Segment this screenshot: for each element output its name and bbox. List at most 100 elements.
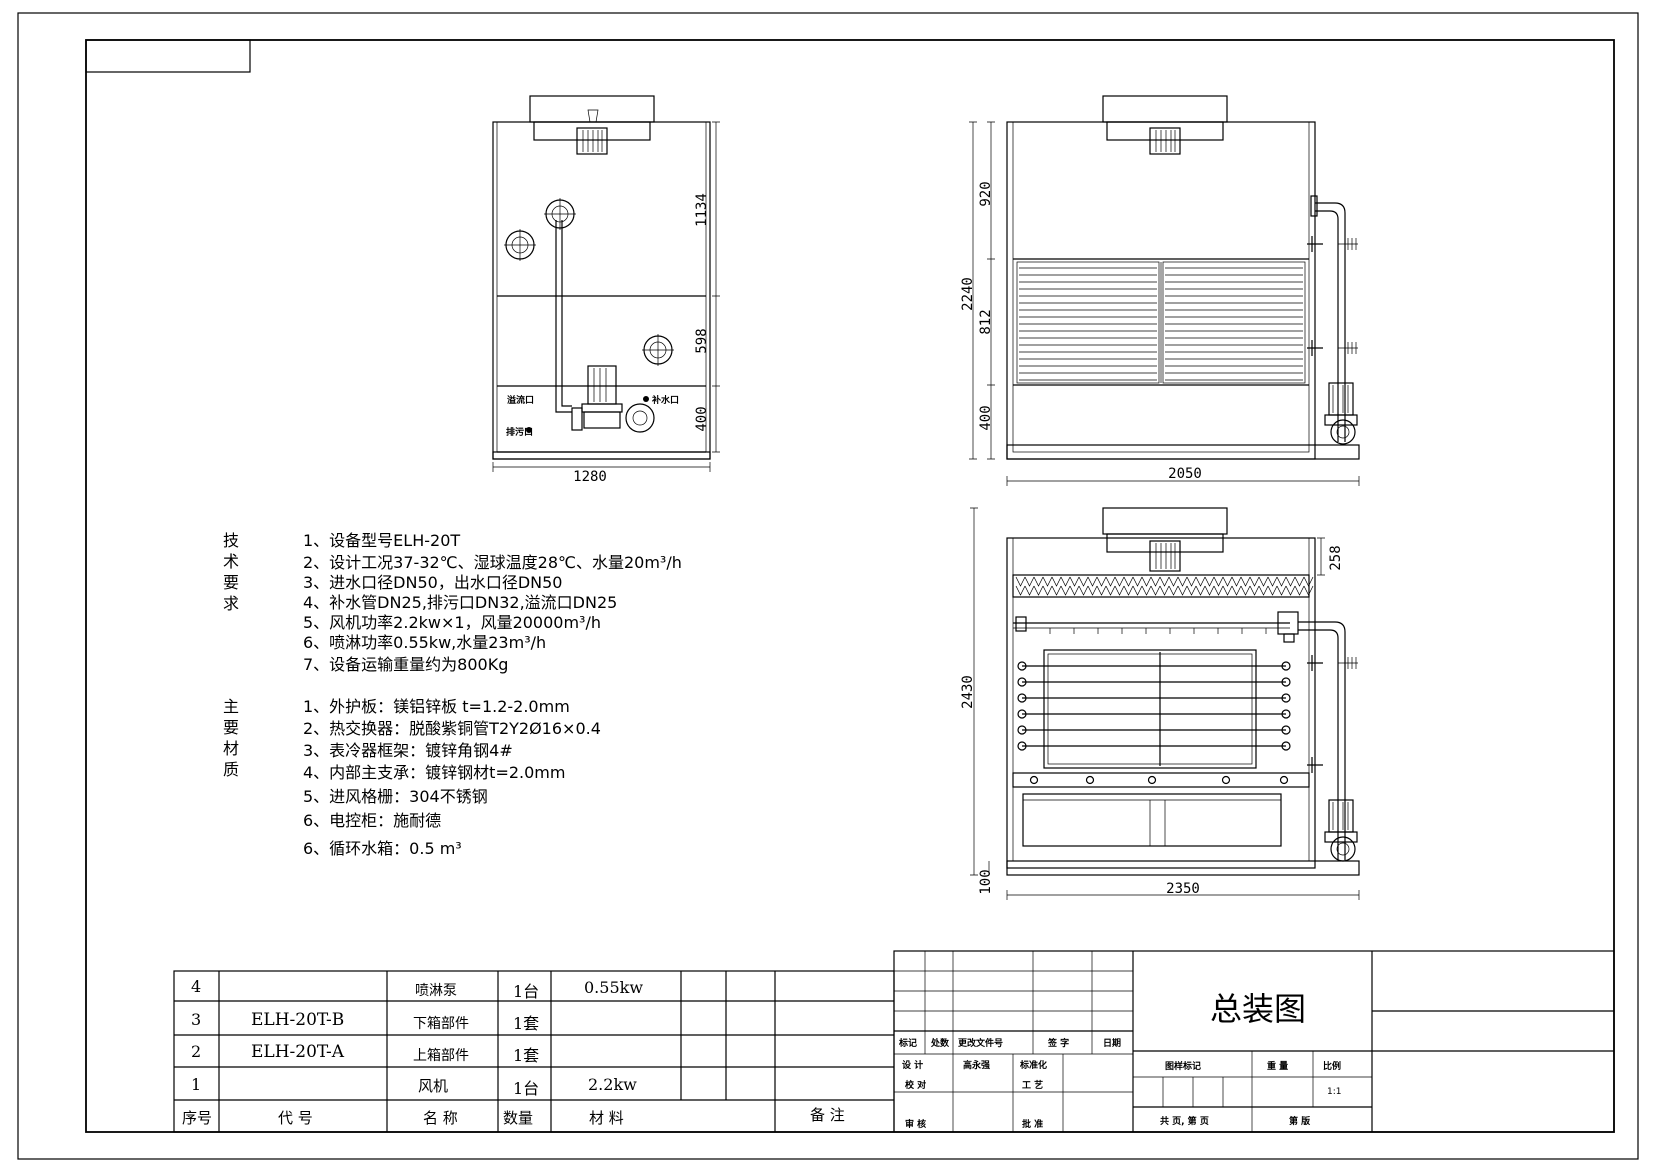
- eliminator-chevron: [1213, 576, 1224, 596]
- eliminator-chevron: [1285, 576, 1296, 596]
- bom-no: 3: [191, 1010, 202, 1029]
- coil-bend: [1017, 709, 1027, 719]
- side-dim-total: 2240: [960, 277, 976, 311]
- eliminator-chevron: [1303, 576, 1314, 596]
- section-dim-base: 100: [978, 869, 994, 894]
- basin-bolt: [1221, 775, 1231, 785]
- tech-item: 3、进水口径DN50，出水口径DN50: [303, 573, 563, 592]
- material-item: 1、外护板：镁铝锌板 t=1.2-2.0mm: [303, 697, 570, 716]
- section-dim-total: 2430: [960, 675, 976, 709]
- eliminator-chevron: [1159, 576, 1170, 596]
- side-dim-width: 2050: [1168, 466, 1202, 482]
- front-dim-width: 1280: [573, 469, 607, 485]
- corner-box: [85, 39, 251, 73]
- tb-check: 校 对: [905, 1081, 927, 1091]
- coil-bend: [1281, 661, 1291, 671]
- eliminator-chevron: [1240, 576, 1251, 596]
- basin-bolt: [1085, 775, 1095, 785]
- material-item: 2、热交换器：脱酸紫铜管T2Y2Ø16×0.4: [303, 719, 601, 738]
- tb-scale-value: 1:1: [1327, 1087, 1342, 1097]
- eliminator-chevron: [1015, 576, 1026, 596]
- front-dim-lower: 400: [694, 406, 710, 431]
- section-view: [970, 507, 1360, 900]
- eliminator-chevron: [1267, 576, 1278, 596]
- side-louvers: [1019, 267, 1303, 381]
- tech-item: 6、喷淋功率0.55kw,水量23m³/h: [303, 633, 547, 652]
- eliminator-chevron: [1123, 576, 1134, 596]
- eliminator-chevron: [1222, 576, 1233, 596]
- coil-bend: [1017, 741, 1027, 751]
- bom-header-material: 材 料: [589, 1109, 624, 1127]
- bom-name: 上箱部件: [413, 1048, 469, 1064]
- tb-sign: 签 字: [1048, 1039, 1070, 1049]
- bom-material: 0.55kw: [584, 978, 644, 997]
- coil-bend: [1281, 709, 1291, 719]
- eliminator-chevron: [1258, 576, 1269, 596]
- eliminator-chevron: [1195, 576, 1206, 596]
- coil-bend: [1017, 693, 1027, 703]
- eliminator-hatch: [1015, 576, 1314, 596]
- drain-label: 排污口: [506, 426, 533, 438]
- eliminator-chevron: [1060, 576, 1071, 596]
- tech-item: 2、设计工况37-32℃、湿球温度28℃、水量20m³/h: [303, 553, 682, 572]
- side-dim-top: 920: [978, 181, 994, 206]
- coil-bend: [1017, 677, 1027, 687]
- bom-header-code: 代 号: [278, 1109, 313, 1127]
- bom-qty: 1套: [513, 1014, 540, 1033]
- overflow-label: 溢流口: [507, 394, 534, 406]
- tech-heading: 技术要求: [223, 531, 240, 613]
- tb-sheets: 共 页, 第 页: [1160, 1117, 1209, 1127]
- material-item: 6、循环水箱：0.5 m³: [303, 839, 462, 858]
- eliminator-chevron: [1276, 576, 1287, 596]
- basin-bolt: [1279, 775, 1289, 785]
- bom-name: 下箱部件: [413, 1016, 469, 1032]
- eliminator-chevron: [1249, 576, 1260, 596]
- tb-standard: 标准化: [1020, 1061, 1048, 1071]
- coil-bend: [1017, 661, 1027, 671]
- tech-item: 4、补水管DN25,排污口DN32,溢流口DN25: [303, 593, 618, 612]
- bom-header-name: 名 称: [423, 1109, 458, 1127]
- tech-item: 5、风机功率2.2kw×1，风量20000m³/h: [303, 613, 601, 632]
- eliminator-chevron: [1051, 576, 1062, 596]
- material-item: 3、表冷器框架：镀锌角钢4#: [303, 741, 513, 760]
- eliminator-chevron: [1033, 576, 1044, 596]
- tb-mark: 标记: [899, 1039, 918, 1049]
- eliminator-chevron: [1087, 576, 1098, 596]
- tb-scale: 比例: [1323, 1062, 1342, 1072]
- bom-qty: 1台: [513, 1079, 540, 1098]
- material-item: 6、电控柜：施耐德: [303, 811, 442, 830]
- tb-designer: 高永强: [963, 1061, 991, 1071]
- bom-name: 风机: [418, 1077, 449, 1095]
- eliminator-chevron: [1096, 576, 1107, 596]
- eliminator-chevron: [1078, 576, 1089, 596]
- side-dim-bottom: 400: [978, 405, 994, 430]
- side-view: [1006, 95, 1316, 460]
- eliminator-chevron: [1204, 576, 1215, 596]
- tb-edition: 第 版: [1289, 1117, 1311, 1127]
- bom-qty: 1台: [513, 982, 540, 1001]
- outer-border: [17, 12, 1639, 1160]
- drawing-title: 总装图: [1210, 990, 1307, 1028]
- bom-header-qty: 数量: [503, 1109, 534, 1127]
- tb-change-doc: 更改文件号: [958, 1039, 1004, 1049]
- coil-bend: [1281, 741, 1291, 751]
- tech-item: 7、设备运输重量约为800Kg: [303, 655, 509, 674]
- bom-no: 2: [191, 1042, 202, 1061]
- spray-nozzles: [1029, 628, 1289, 785]
- bom-no: 1: [191, 1075, 202, 1094]
- bom-code: ELH-20T-A: [251, 1042, 345, 1062]
- eliminator-chevron: [1150, 576, 1161, 596]
- eliminator-chevron: [1231, 576, 1242, 596]
- tb-stage-mark: 图样标记: [1165, 1062, 1202, 1072]
- eliminator-chevron: [1114, 576, 1125, 596]
- materials-heading: 主要材质: [223, 697, 240, 779]
- coil-bend: [1281, 725, 1291, 735]
- section-dim-width: 2350: [1166, 881, 1200, 897]
- tb-weight: 重 量: [1267, 1062, 1289, 1072]
- coil-bend: [1281, 693, 1291, 703]
- eliminator-chevron: [1177, 576, 1188, 596]
- section-dim-top: 258: [1328, 545, 1344, 570]
- tb-date: 日期: [1103, 1039, 1122, 1049]
- title-block: [893, 950, 1615, 1133]
- eliminator-chevron: [1105, 576, 1116, 596]
